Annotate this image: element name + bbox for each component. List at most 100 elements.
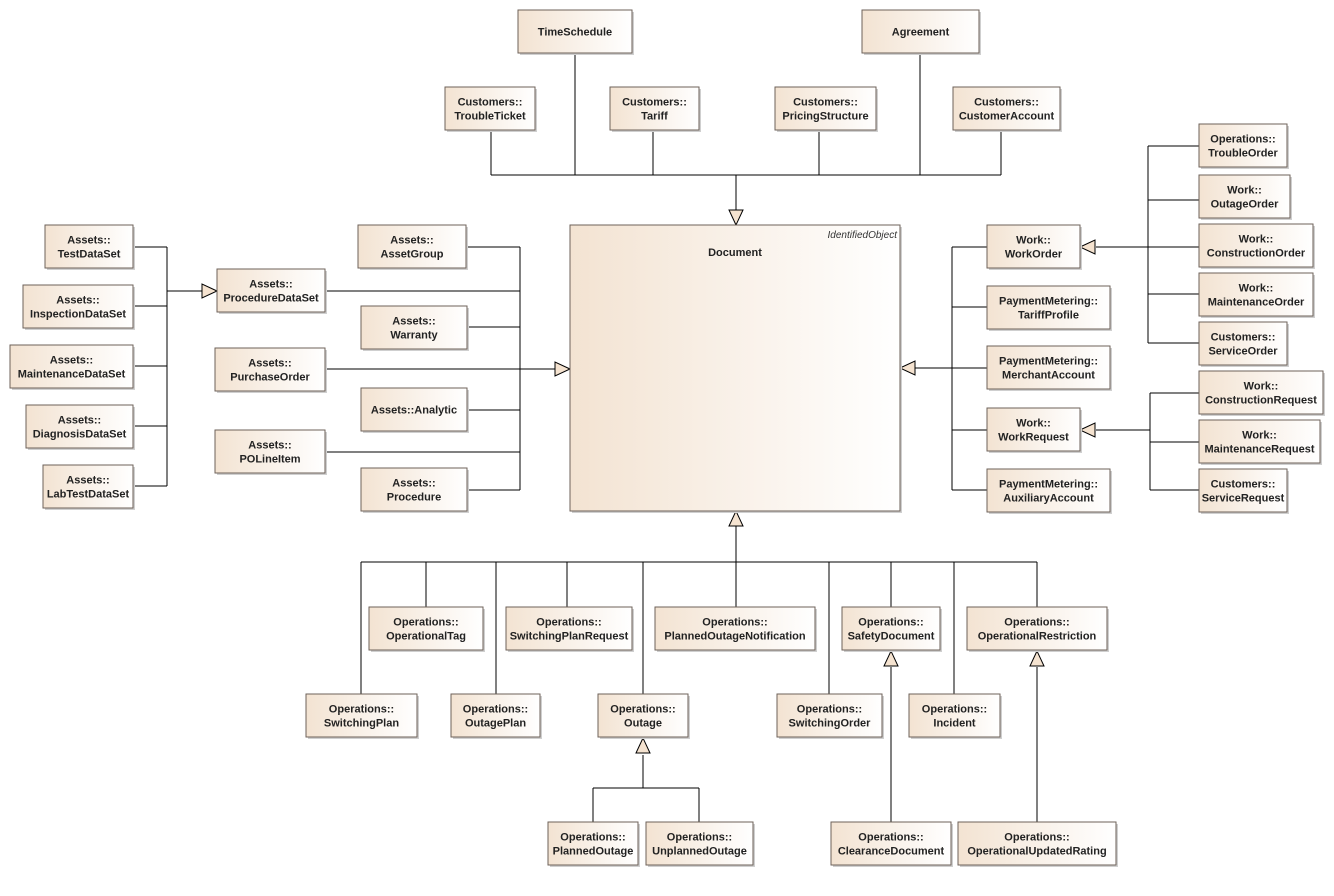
class-box	[444, 86, 536, 131]
class-name-line: Operations::	[610, 704, 675, 716]
class-unplanned-outage[interactable]: Operations::UnplannedOutage	[645, 821, 755, 867]
class-merchant-account[interactable]: PaymentMetering::MerchantAccount	[986, 345, 1112, 391]
generalization-arrowhead	[1078, 239, 1096, 255]
class-name-line: ServiceOrder	[1208, 346, 1278, 358]
class-work-request[interactable]: Work::WorkRequest	[986, 407, 1082, 453]
class-name-line: Assets::Analytic	[371, 405, 457, 417]
class-name-line: InspectionDataSet	[30, 309, 126, 321]
class-clearance-document[interactable]: Operations::ClearanceDocument	[830, 821, 953, 867]
class-pricing-structure[interactable]: Customers::PricingStructure	[774, 86, 878, 132]
class-purchase-order[interactable]: Assets::PurchaseOrder	[214, 347, 327, 393]
class-name-line: WorkOrder	[1005, 249, 1063, 261]
class-name-line: Assets::	[56, 295, 99, 307]
class-box	[1198, 370, 1324, 415]
generalization-arrowhead	[728, 509, 744, 527]
class-switching-plan-request[interactable]: Operations::SwitchingPlanRequest	[505, 606, 634, 652]
class-diagnosis-data-set[interactable]: Assets::DiagnosisDataSet	[25, 404, 135, 450]
class-asset-group[interactable]: Assets::AssetGroup	[357, 224, 468, 270]
class-name-line: MerchantAccount	[1002, 370, 1095, 382]
class-service-order[interactable]: Customers::ServiceOrder	[1198, 321, 1289, 367]
class-work-order[interactable]: Work::WorkOrder	[986, 224, 1082, 270]
class-name-line: Operations::	[393, 617, 458, 629]
class-name-line: Assets::	[390, 235, 433, 247]
class-trouble-ticket[interactable]: Customers::TroubleTicket	[444, 86, 537, 132]
class-box	[25, 404, 134, 449]
class-name-line: MaintenanceRequest	[1204, 444, 1314, 456]
class-customer-account[interactable]: Customers::CustomerAccount	[952, 86, 1062, 132]
class-outage-order[interactable]: Work::OutageOrder	[1198, 174, 1292, 220]
class-safety-document[interactable]: Operations::SafetyDocument	[841, 606, 942, 652]
class-maintenance-request[interactable]: Work::MaintenanceRequest	[1198, 419, 1322, 465]
class-name: Document	[708, 247, 762, 259]
class-name-line: AssetGroup	[381, 249, 444, 261]
class-tariff-profile[interactable]: PaymentMetering::TariffProfile	[986, 285, 1112, 331]
class-procedure[interactable]: Assets::Procedure	[360, 467, 469, 513]
class-box	[1198, 468, 1288, 513]
class-box	[776, 693, 883, 738]
class-box	[774, 86, 877, 131]
class-box	[44, 224, 134, 269]
generalization-arrowhead	[554, 361, 572, 377]
class-box	[368, 606, 484, 651]
class-warranty[interactable]: Assets::Warranty	[360, 305, 469, 351]
class-operational-restriction[interactable]: Operations::OperationalRestriction	[966, 606, 1109, 652]
generalization-arrowhead	[635, 736, 651, 754]
class-box	[216, 268, 326, 313]
class-time-schedule[interactable]: TimeSchedule	[517, 9, 634, 55]
class-test-data-set[interactable]: Assets::TestDataSet	[44, 224, 135, 270]
class-name-line: Assets::	[392, 478, 435, 490]
class-name-line: Operations::	[536, 617, 601, 629]
class-box	[22, 284, 134, 329]
class-outage-plan[interactable]: Operations::OutagePlan	[450, 693, 542, 739]
class-operational-tag[interactable]: Operations::OperationalTag	[368, 606, 485, 652]
class-planned-outage[interactable]: Operations::PlannedOutage	[547, 821, 640, 867]
class-box	[986, 407, 1081, 452]
class-maintenance-order[interactable]: Work::MaintenanceOrder	[1198, 272, 1315, 318]
class-box	[569, 224, 901, 512]
class-name-line: Operations::	[463, 704, 528, 716]
class-construction-request[interactable]: Work::ConstructionRequest	[1198, 370, 1325, 416]
class-name-line: Procedure	[387, 492, 441, 504]
class-switching-plan[interactable]: Operations::SwitchingPlan	[305, 693, 419, 739]
class-procedure-data-set[interactable]: Assets::ProcedureDataSet	[216, 268, 327, 314]
class-tariff[interactable]: Customers::Tariff	[609, 86, 701, 132]
class-poline-item[interactable]: Assets::POLineItem	[214, 429, 327, 475]
class-name-line: PaymentMetering::	[999, 356, 1098, 368]
class-analytic[interactable]: Assets::Analytic	[360, 387, 469, 433]
class-box	[654, 606, 816, 651]
class-box	[305, 693, 418, 738]
class-inspection-data-set[interactable]: Assets::InspectionDataSet	[22, 284, 135, 330]
class-construction-order[interactable]: Work::ConstructionOrder	[1198, 223, 1315, 269]
class-name-line: PaymentMetering::	[999, 479, 1098, 491]
class-name-line: OutagePlan	[465, 718, 526, 730]
class-auxiliary-account[interactable]: PaymentMetering::AuxiliaryAccount	[986, 468, 1112, 514]
class-name-line: Assets::	[66, 475, 109, 487]
class-name-line: Work::	[1016, 235, 1051, 247]
class-incident[interactable]: Operations::Incident	[908, 693, 1002, 739]
class-box	[450, 693, 541, 738]
class-name-line: POLineItem	[239, 454, 300, 466]
class-box	[1198, 272, 1314, 317]
class-name-line: TroubleOrder	[1208, 148, 1278, 160]
class-box	[357, 224, 467, 269]
class-name-line: Operations::	[1210, 134, 1275, 146]
class-trouble-order[interactable]: Operations::TroubleOrder	[1198, 123, 1289, 169]
class-name-line: Agreement	[892, 27, 950, 39]
class-name-line: Operations::	[922, 704, 987, 716]
class-outage[interactable]: Operations::Outage	[597, 693, 690, 739]
class-planned-outage-notification[interactable]: Operations::PlannedOutageNotification	[654, 606, 817, 652]
class-box	[214, 347, 326, 392]
class-service-request[interactable]: Customers::ServiceRequest	[1198, 468, 1289, 514]
class-lab-test-data-set[interactable]: Assets::LabTestDataSet	[42, 464, 135, 510]
class-switching-order[interactable]: Operations::SwitchingOrder	[776, 693, 884, 739]
class-box	[609, 86, 700, 131]
class-operational-updated-rating[interactable]: Operations::OperationalUpdatedRating	[957, 821, 1118, 867]
class-agreement[interactable]: Agreement	[861, 9, 981, 55]
class-maintenance-data-set[interactable]: Assets::MaintenanceDataSet	[9, 344, 135, 390]
class-name-line: ClearanceDocument	[838, 846, 945, 858]
class-name-line: UnplannedOutage	[652, 846, 747, 858]
class-name-line: Work::	[1239, 234, 1274, 246]
class-name-line: Warranty	[390, 330, 438, 342]
